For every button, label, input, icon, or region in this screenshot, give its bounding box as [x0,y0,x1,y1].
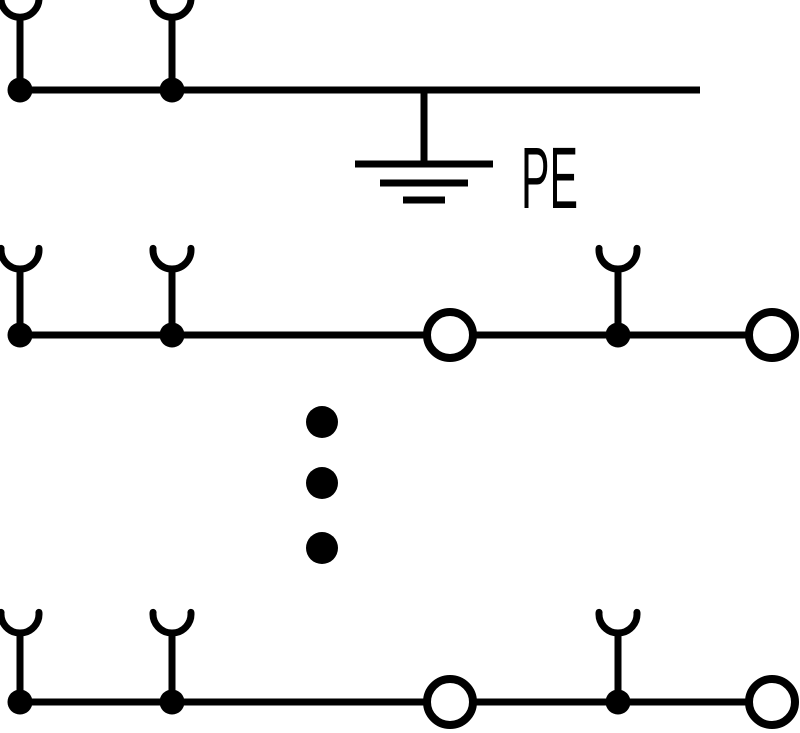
socket-terminal [0,244,43,348]
socket-contact-icon [595,608,641,637]
socket-contact-icon [0,608,43,637]
socket-contact-icon [0,0,43,21]
junction-dot [605,322,631,348]
bus-row-first [0,244,799,362]
circle-node [745,308,799,362]
socket-terminal [149,244,195,348]
earth-ground-icon [355,90,493,204]
socket-terminal [149,608,195,715]
circle-node [423,308,477,362]
socket-terminal [149,0,195,103]
pe-bus-row: PE [0,0,700,227]
junction-dot [159,689,185,715]
socket-terminal [0,608,43,715]
continuation-ellipsis [306,406,338,564]
socket-contact-icon [595,244,641,273]
socket-contact-icon [0,244,43,273]
pe-label: PE [521,130,578,227]
socket-contact-icon [149,244,195,273]
ellipsis-dot [306,467,338,499]
junction-dot [7,689,33,715]
ellipsis-dot [306,532,338,564]
socket-contact-icon [149,608,195,637]
junction-dot [159,77,185,103]
circle-node [745,675,799,729]
junction-dot [159,322,185,348]
junction-dot [7,322,33,348]
junction-dot [7,77,33,103]
ellipsis-dot [306,406,338,438]
circle-node [423,675,477,729]
socket-terminal [595,608,641,715]
socket-contact-icon [149,0,195,21]
socket-terminal [595,244,641,348]
bus-row-last [0,608,799,729]
socket-terminal [0,0,43,103]
junction-dot [605,689,631,715]
